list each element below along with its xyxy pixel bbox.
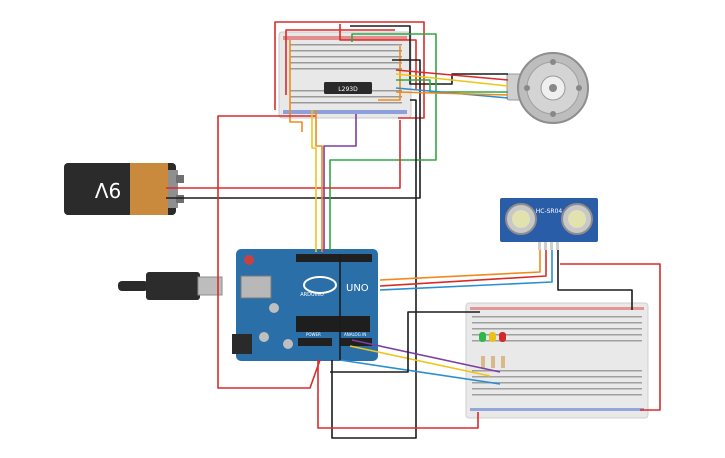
ultrasonic-label: HC-SR04 [536,208,563,215]
l293d-chip[interactable]: L293D [324,82,372,94]
dc-motor-icon[interactable] [506,52,589,124]
battery-icon[interactable]: 9V [64,163,184,215]
arduino-brand-label: ARDUINO [300,292,324,298]
wires [166,21,661,439]
arduino-model-label: UNO [346,283,369,294]
mini-breadboard[interactable] [278,31,412,119]
led-red[interactable] [499,332,506,342]
l293d-label: L293D [338,86,358,93]
battery-label: 9V [94,178,121,202]
led-yellow[interactable] [489,332,496,342]
ultrasonic-sensor[interactable]: HC-SR04 [500,198,598,250]
main-breadboard[interactable] [465,302,649,419]
arduino-uno-board[interactable]: ARDUINO UNO POWER ANALOG IN [232,249,378,361]
resistors [481,356,505,368]
led-green[interactable] [479,332,486,342]
arduino-analog-label: ANALOG IN [344,332,366,337]
usb-cable-icon [118,272,223,300]
arduino-power-label: POWER [306,332,321,337]
